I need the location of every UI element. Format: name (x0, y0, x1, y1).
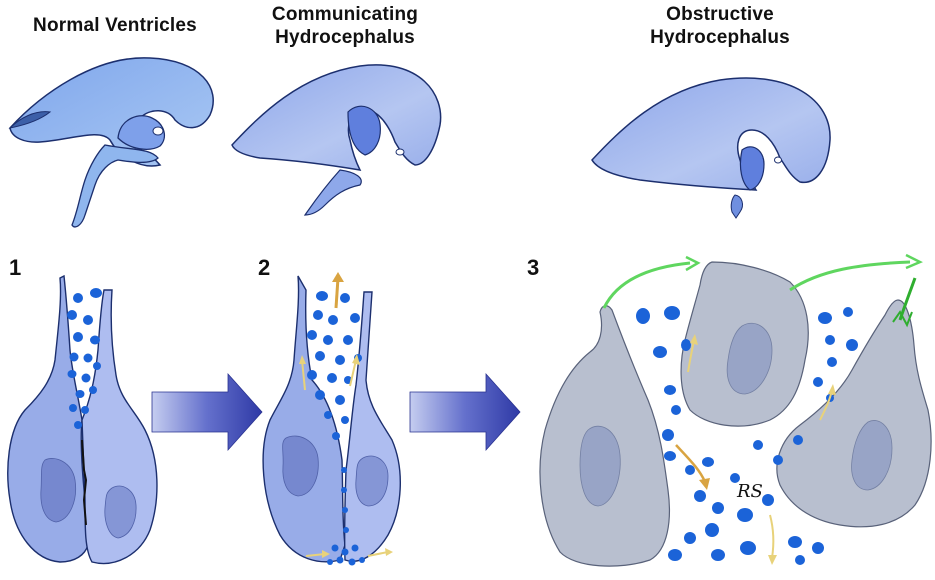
panel2-flow-arrows (299, 272, 393, 558)
communicating-foramen (395, 148, 405, 156)
title-normal-ventricles: Normal Ventricles (10, 14, 220, 37)
panel1-left-cell (7, 274, 89, 563)
normal-third-ventricle (117, 115, 166, 150)
communicating-ventricles-drawing (231, 64, 442, 216)
panel3-middle-nucleus (726, 322, 773, 395)
obstructive-third-ventricle (739, 146, 765, 191)
title-obstructive-hydrocephalus: Obstructive Hydrocephalus (630, 3, 810, 49)
communicating-fourth-ventricle (303, 169, 362, 216)
panel1-junction (81, 439, 88, 526)
panel2-left-nucleus (282, 435, 319, 497)
obstructive-foramen (774, 156, 782, 164)
panel2-csf-particles (307, 291, 365, 566)
progression-arrow-1 (151, 372, 263, 452)
panel2-right-cell (343, 291, 401, 562)
normal-lateral-ventricle (9, 57, 214, 167)
panel3-flow-arrows (675, 334, 836, 565)
panel1-right-nucleus (104, 485, 137, 539)
panel-number-2: 2 (258, 255, 271, 280)
panel3-cilia (602, 253, 923, 328)
title-communicating-line2: Hydrocephalus (275, 27, 415, 48)
title-obstructive-line2: Hydrocephalus (650, 27, 790, 48)
title-communicating-line1: Communicating (271, 4, 419, 25)
normal-fourth-ventricle (71, 144, 159, 228)
panel3-csf-particles (636, 306, 858, 565)
panel-number-3: 3 (527, 255, 540, 280)
panel2-left-cell (262, 275, 346, 563)
panel3-left-nucleus (579, 425, 621, 507)
panel3-right-nucleus (851, 420, 893, 491)
panel3-cells: RS (539, 253, 932, 567)
panel2-right-nucleus (355, 455, 389, 507)
communicating-lateral-ventricle (231, 64, 442, 171)
normal-foramen (152, 126, 164, 136)
panel3-right-gray-cell (776, 299, 932, 528)
obstructive-lateral-ventricle (591, 77, 831, 191)
communicating-third-ventricle (347, 105, 381, 156)
panel2-ependymal-cells (262, 272, 401, 566)
panel1-left-nucleus (40, 458, 77, 523)
title-normal-text: Normal Ventricles (33, 15, 197, 36)
panel-number-1: 1 (9, 255, 22, 280)
title-communicating-hydrocephalus: Communicating Hydrocephalus (250, 3, 440, 49)
panel1-csf-particles (67, 288, 102, 429)
title-obstructive-line1: Obstructive (666, 4, 774, 25)
obstructive-ventricles-drawing (591, 77, 831, 219)
obstructive-aqueduct (730, 194, 743, 219)
normal-ventricles-drawing (8, 57, 214, 228)
normal-frontal-horn (8, 111, 52, 129)
rs-annotation: RS (736, 481, 763, 502)
panel1-ependymal-cells (7, 274, 158, 565)
progression-arrow-2 (409, 372, 521, 452)
